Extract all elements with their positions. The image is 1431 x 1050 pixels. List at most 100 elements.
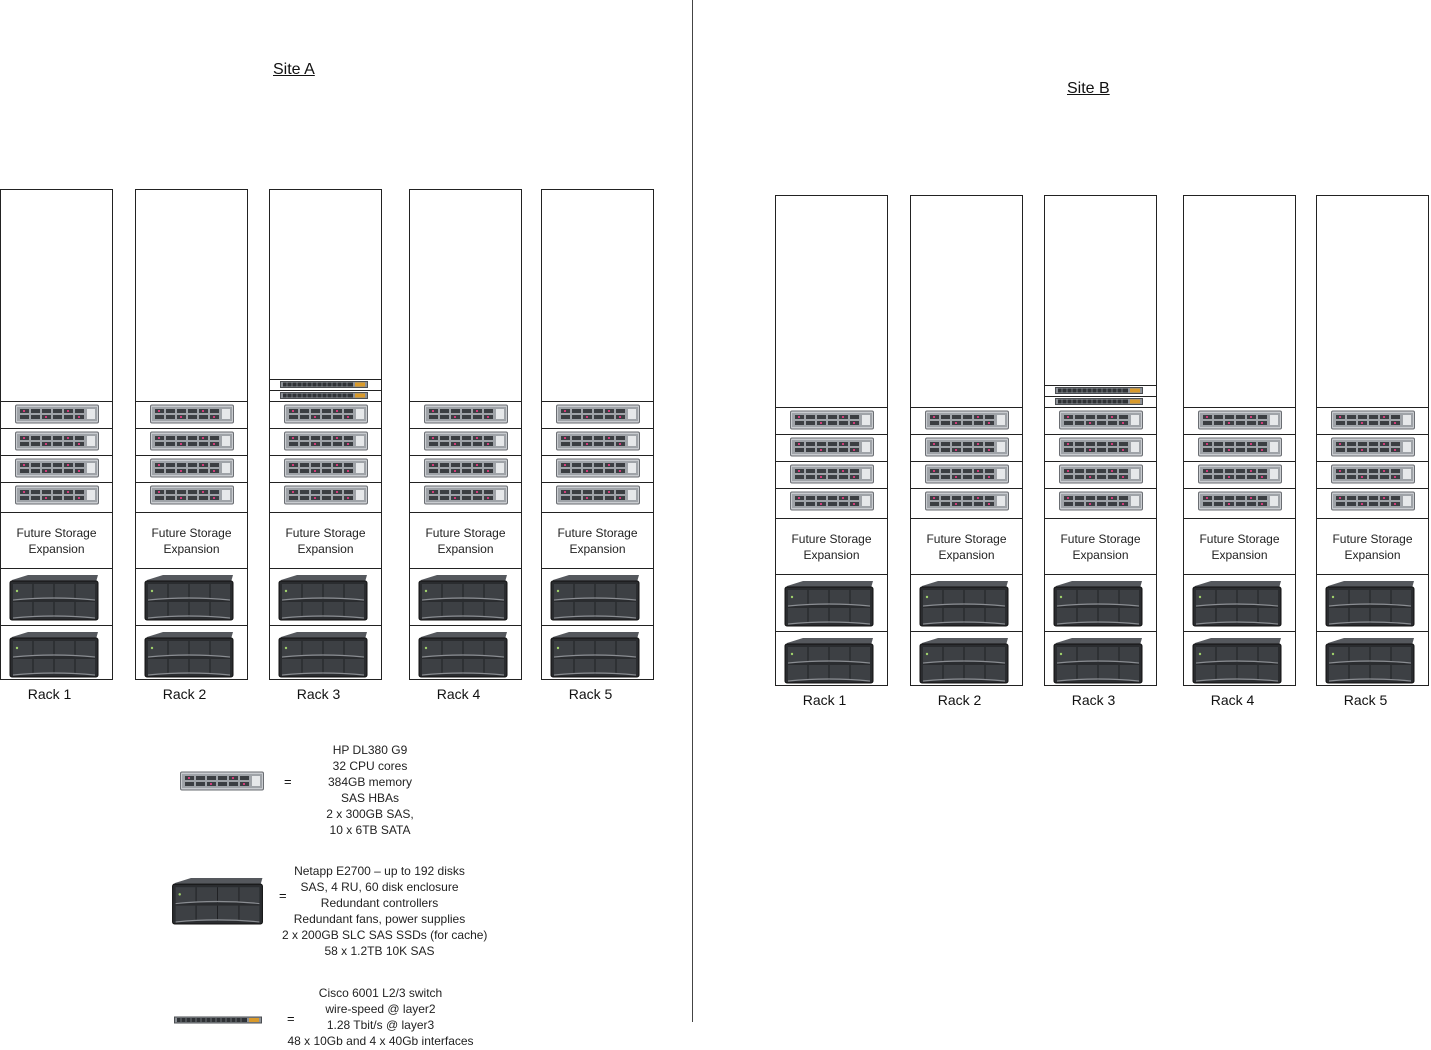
legend-switch-equals: = — [287, 1011, 295, 1026]
storage-slot — [1, 625, 112, 682]
server-slot — [542, 482, 653, 509]
server-icon — [1198, 491, 1282, 511]
legend-storage-line: Redundant fans, power supplies — [293, 912, 466, 926]
server-slot — [270, 482, 381, 509]
legend-storage-line: SAS, 4 RU, 60 disk enclosure — [300, 880, 459, 894]
legend-server-icon — [180, 770, 264, 792]
site-divider — [692, 0, 693, 1022]
rack-label: Rack 5 — [1343, 692, 1388, 708]
rack-label: Rack 4 — [436, 686, 481, 702]
server-icon — [1059, 410, 1143, 430]
storage-slot — [776, 574, 887, 631]
future-storage-label-line: Expansion — [1072, 548, 1129, 562]
server-icon — [284, 485, 368, 505]
server-slot — [1184, 434, 1295, 461]
storage-slot — [542, 568, 653, 625]
server-icon — [1331, 464, 1415, 484]
legend-switch-line: 1.28 Tbit/s @ layer3 — [326, 1018, 435, 1032]
server-icon — [556, 431, 640, 451]
site-b-title: Site B — [1067, 80, 1110, 97]
server-slot — [410, 428, 521, 455]
rack-label: Rack 4 — [1210, 692, 1255, 708]
server-slot — [1045, 434, 1156, 461]
storage-enclosure-icon — [277, 631, 368, 678]
server-slot — [1317, 488, 1428, 515]
storage-enclosure-icon — [783, 580, 874, 627]
legend-storage-line: 58 x 1.2TB 10K SAS — [324, 944, 435, 958]
server-slot — [911, 407, 1022, 434]
future-storage-label-line: Expansion — [28, 542, 85, 556]
server-slot — [270, 401, 381, 428]
legend-storage-equals: = — [279, 888, 287, 903]
rack-label: Rack 2 — [937, 692, 982, 708]
server-slot — [1045, 407, 1156, 434]
server-slot — [542, 455, 653, 482]
storage-slot — [776, 631, 887, 688]
switch-slot-line — [270, 379, 381, 380]
server-slot — [1, 482, 112, 509]
legend-server-line: 10 x 6TB SATA — [329, 823, 411, 837]
server-slot — [410, 482, 521, 509]
server-slot — [911, 434, 1022, 461]
server-slot — [270, 428, 381, 455]
server-slot — [1317, 434, 1428, 461]
switch-slot-line — [1045, 396, 1156, 397]
storage-enclosure-icon — [783, 637, 874, 684]
server-slot — [776, 461, 887, 488]
future-storage-label-line: Expansion — [938, 548, 995, 562]
server-icon — [424, 404, 508, 424]
storage-slot — [410, 568, 521, 625]
storage-slot — [911, 574, 1022, 631]
server-icon — [1331, 491, 1415, 511]
server-slot — [1317, 461, 1428, 488]
server-slot — [911, 461, 1022, 488]
server-slot — [136, 428, 247, 455]
legend-server-line: 32 CPU cores — [332, 759, 408, 773]
server-icon — [1059, 491, 1143, 511]
server-icon — [284, 404, 368, 424]
server-icon — [424, 431, 508, 451]
server-icon — [150, 458, 234, 478]
server-icon — [1059, 464, 1143, 484]
site-a-title: Site A — [273, 61, 315, 78]
server-slot — [410, 455, 521, 482]
storage-enclosure-icon — [549, 574, 640, 621]
storage-enclosure-icon — [918, 637, 1009, 684]
storage-enclosure-icon — [918, 580, 1009, 627]
server-icon — [150, 431, 234, 451]
storage-slot — [1184, 574, 1295, 631]
server-icon — [284, 458, 368, 478]
server-slot — [136, 455, 247, 482]
server-icon — [1331, 437, 1415, 457]
future-storage-label-line: Future Storage — [1060, 532, 1141, 546]
storage-enclosure-icon — [417, 574, 508, 621]
network-switch-icon — [280, 381, 368, 388]
legend-switch-line: 48 x 10Gb and 4 x 40Gb interfaces — [287, 1034, 474, 1048]
legend-server-equals: = — [284, 774, 292, 789]
storage-enclosure-icon — [143, 574, 234, 621]
storage-slot — [1317, 631, 1428, 688]
switch-slot-line — [1045, 385, 1156, 386]
storage-slot — [1045, 631, 1156, 688]
